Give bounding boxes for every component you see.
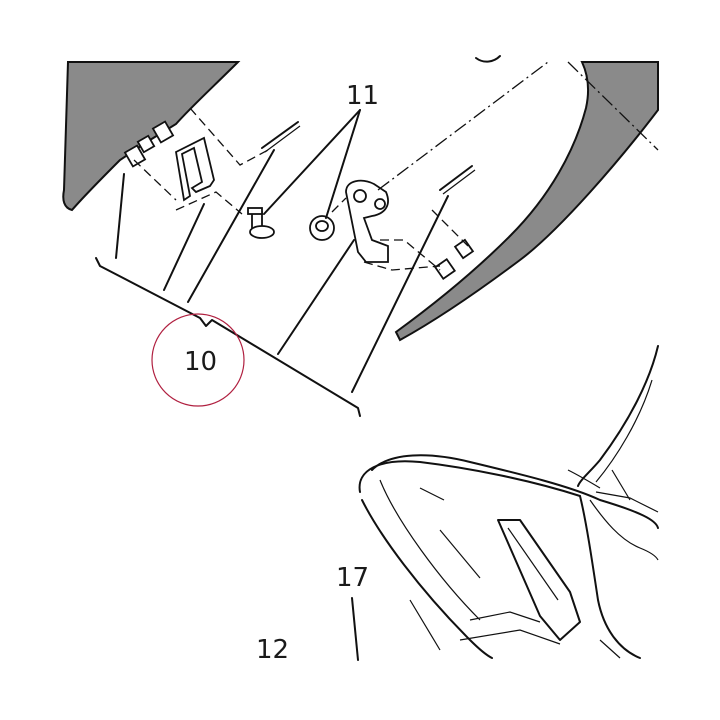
leader-lines-11 xyxy=(263,109,361,219)
hinge-pin-left xyxy=(261,121,299,149)
callout-10-bracket xyxy=(95,149,449,417)
bolt-left xyxy=(247,207,275,239)
right-door-panel xyxy=(394,61,659,342)
u-bracket xyxy=(175,136,215,202)
callout-10: 10 xyxy=(184,347,217,377)
callout-11: 11 xyxy=(346,81,379,111)
right-hinge-knuckles xyxy=(433,238,475,281)
arc-fragment xyxy=(475,55,501,63)
hinge-pin-right xyxy=(439,165,473,191)
hinge-plate xyxy=(345,179,389,263)
leader-line-17 xyxy=(351,597,359,661)
left-door-panel xyxy=(62,61,241,212)
callout-17: 17 xyxy=(336,563,369,593)
lower-housing xyxy=(358,345,659,659)
callout-12: 12 xyxy=(256,635,289,665)
washer-nut xyxy=(309,215,335,241)
left-hinge-knuckles xyxy=(123,120,175,168)
highlight-circle xyxy=(151,313,245,407)
